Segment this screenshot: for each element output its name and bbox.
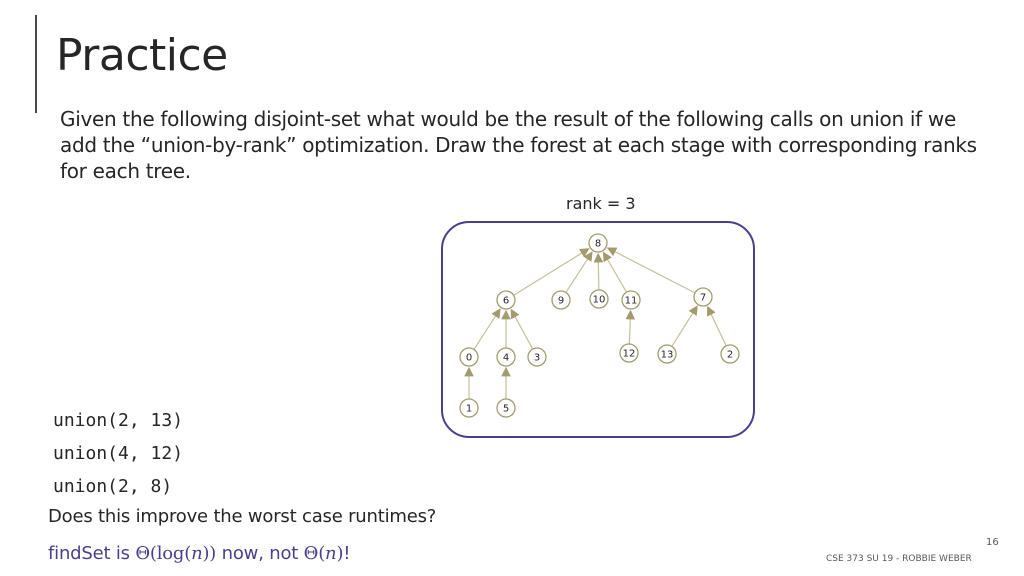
- node-label: 13: [661, 350, 674, 361]
- edge-6-to-8: [513, 248, 590, 296]
- node-circle: [496, 398, 516, 418]
- node-circle: [657, 344, 677, 364]
- theta-open: Θ(log(: [135, 543, 192, 564]
- tree-container: [441, 221, 755, 438]
- edge-12-to-11: [625, 309, 636, 345]
- union-call-1: union(2, 13): [53, 410, 184, 431]
- node-label: 1: [466, 404, 472, 415]
- node-circle: [588, 233, 608, 253]
- node-label: 9: [558, 296, 564, 307]
- edge-2-to-7: [706, 305, 727, 347]
- node-circle: [720, 344, 740, 364]
- node-circle: [496, 347, 516, 367]
- slide-title: Practice: [56, 30, 228, 81]
- answer-suffix: !: [343, 543, 351, 564]
- edge-7-to-8: [606, 247, 696, 294]
- node-label: 8: [595, 239, 601, 250]
- node-label: 3: [534, 353, 540, 364]
- node-label: 5: [503, 404, 509, 415]
- tree-node-2: 2: [720, 344, 740, 364]
- theta-close: )): [202, 543, 217, 564]
- theta2-close: ): [336, 543, 344, 564]
- var-n2: n: [325, 543, 337, 564]
- node-label: 10: [593, 295, 606, 306]
- tree-node-6: 6: [496, 290, 516, 310]
- tree-node-3: 3: [527, 347, 547, 367]
- node-circle: [621, 290, 641, 310]
- tree-node-7: 7: [693, 287, 713, 307]
- node-label: 7: [700, 293, 706, 304]
- edge-13-to-7: [671, 305, 698, 347]
- answer-text: findSet is Θ(log(n)) now, not Θ(n)!: [48, 543, 351, 564]
- node-circle: [551, 290, 571, 310]
- answer-prefix: findSet is: [48, 543, 136, 564]
- theta-n: Θ(n): [304, 543, 344, 564]
- node-circle: [459, 398, 479, 418]
- theta-log-n: Θ(log(n)): [135, 543, 216, 564]
- edge-0-to-6: [473, 308, 501, 350]
- instructions-text: Given the following disjoint-set what wo…: [60, 107, 977, 183]
- tree-node-0: 0: [459, 347, 479, 367]
- node-circle: [693, 287, 713, 307]
- edge-10-to-8: [593, 252, 604, 291]
- node-label: 4: [503, 353, 509, 364]
- node-label: 6: [503, 296, 509, 307]
- edge-9-to-8: [565, 251, 593, 293]
- node-circle: [527, 347, 547, 367]
- tree-node-12: 12: [619, 343, 639, 363]
- page-number: 16: [986, 537, 999, 548]
- tree-node-9: 9: [551, 290, 571, 310]
- tree-node-8: 8: [588, 233, 608, 253]
- node-label: 11: [625, 296, 638, 307]
- node-label: 12: [623, 349, 636, 360]
- accent-bar: [35, 15, 37, 113]
- tree-node-4: 4: [496, 347, 516, 367]
- answer-middle: now, not: [216, 543, 304, 564]
- edge-11-to-8: [602, 251, 628, 293]
- node-circle: [619, 343, 639, 363]
- node-circle: [496, 290, 516, 310]
- rank-label: rank = 3: [566, 194, 636, 213]
- theta2-open: Θ(: [303, 543, 326, 564]
- node-circle: [459, 347, 479, 367]
- footer-credit: CSE 373 SU 19 - ROBBIE WEBER: [826, 554, 972, 564]
- union-call-2: union(4, 12): [53, 443, 184, 464]
- node-label: 0: [466, 353, 472, 364]
- edge-3-to-6: [510, 308, 534, 350]
- question-text: Does this improve the worst case runtime…: [48, 506, 437, 527]
- tree-node-11: 11: [621, 290, 641, 310]
- node-circle: [589, 289, 609, 309]
- union-call-3: union(2, 8): [53, 476, 173, 497]
- tree-node-13: 13: [657, 344, 677, 364]
- tree-node-1: 1: [459, 398, 479, 418]
- node-label: 2: [727, 350, 733, 361]
- tree-node-10: 10: [589, 289, 609, 309]
- tree-node-5: 5: [496, 398, 516, 418]
- var-n: n: [191, 543, 203, 564]
